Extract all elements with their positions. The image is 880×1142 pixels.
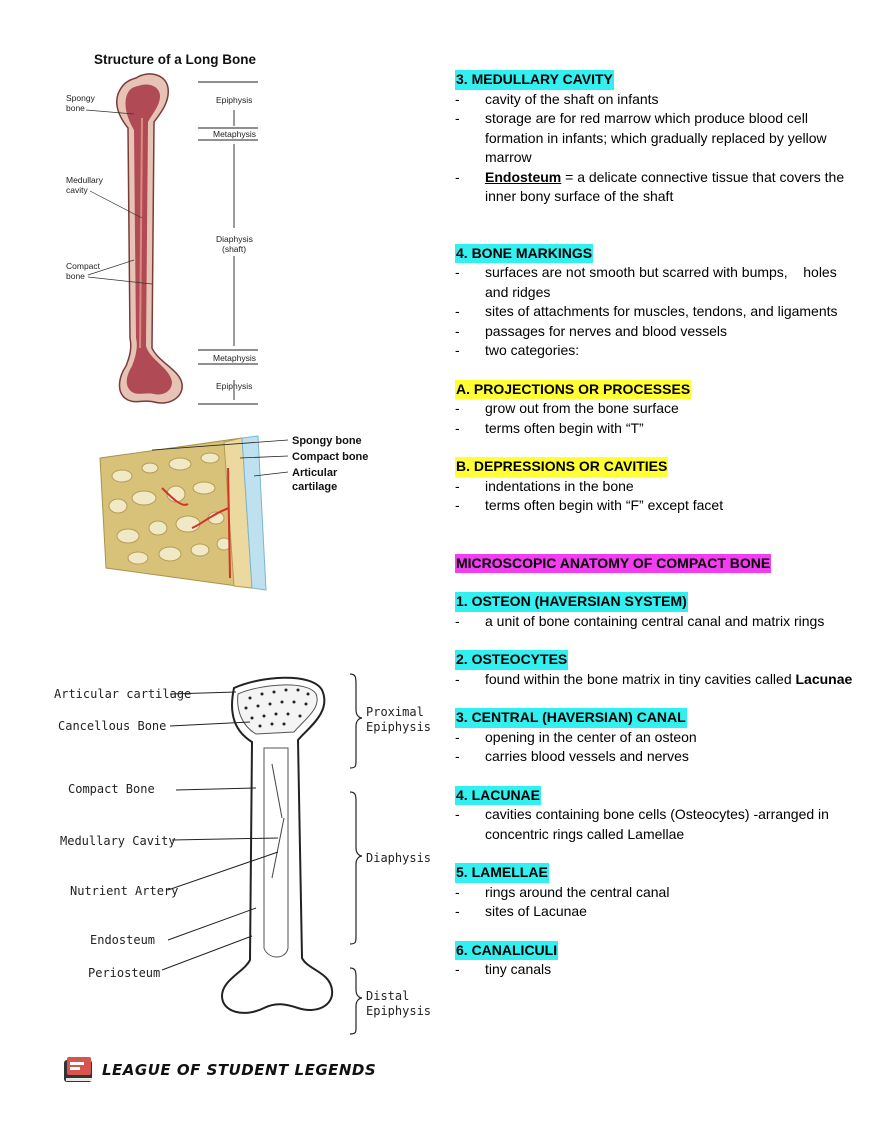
list-item: -storage are for red marrow which produc…	[455, 110, 827, 165]
heading-osteon: 1. OSTEON (HAVERSIAN SYSTEM)	[455, 592, 688, 612]
bone-marrow	[125, 84, 172, 395]
label-epiphysis-bottom: Epiphysis	[216, 381, 252, 391]
list-item: -rings around the central canal	[455, 883, 670, 900]
list-item: -Endosteum = a delicate connective tissu…	[455, 168, 845, 205]
section-medullary-cavity: 3. MEDULLARY CAVITY -cavity of the shaft…	[455, 70, 855, 207]
list-item: -sites of attachments for muscles, tendo…	[455, 303, 838, 319]
heading-microscopic-anatomy: MICROSCOPIC ANATOMY OF COMPACT BONE	[455, 553, 772, 573]
heading-central-canal: 3. CENTRAL (HAVERSIAN) CANAL	[455, 708, 687, 728]
list-item: -indentations in the bone	[455, 477, 634, 494]
label-nutrient-artery: Nutrient Artery	[70, 884, 178, 898]
list-item: -two categories:	[455, 342, 580, 358]
figure-title: Structure of a Long Bone	[94, 52, 256, 67]
section-central-canal: 3. CENTRAL (HAVERSIAN) CANAL -opening in…	[455, 708, 855, 767]
bone-section-figure: Spongy bone Compact bone Articular carti…	[92, 428, 392, 598]
label-diaphysis-line: Diaphysis	[366, 851, 431, 865]
label-compact-bone-line: Compact Bone	[68, 782, 155, 796]
long-bone-diagram: Structure of a Long Bone Spongy bone Med…	[66, 52, 258, 405]
label-metaphysis-bottom: Metaphysis	[213, 353, 256, 363]
cancellous-region	[237, 684, 318, 735]
label-articular-cartilage: Articular cartilage	[54, 687, 191, 701]
spongy-pores	[108, 452, 232, 565]
long-bone-line-diagram: Articular cartilage Cancellous Bone Comp…	[54, 673, 431, 1035]
bone-outline	[116, 73, 183, 404]
label-compact-1: Compact	[66, 261, 101, 271]
league-logo: LEAGUE OF STUDENT LEGENDS	[62, 1052, 376, 1088]
cancellous-dots	[244, 688, 310, 728]
list-item: -sites of Lacunae	[455, 903, 587, 919]
section-lacunae: 4. LACUNAE -cavities containing bone cel…	[455, 785, 855, 845]
blood-vessels	[161, 467, 231, 579]
label-diaphysis: Diaphysis	[216, 234, 253, 244]
label-compact-2: bone	[66, 271, 85, 281]
list-item: -a unit of bone containing central canal…	[455, 612, 825, 629]
heading-bone-markings: 4. BONE MARKINGS	[455, 243, 594, 263]
section-depressions: B. DEPRESSIONS OR CAVITIES -indentations…	[455, 457, 855, 516]
long-bone-line-figure: Articular cartilage Cancellous Bone Comp…	[50, 668, 440, 1038]
list-item: -cavity of the shaft on infants	[455, 90, 659, 107]
list-item: -opening in the center of an osteon	[455, 728, 697, 745]
notes-column: 3. MEDULLARY CAVITY -cavity of the shaft…	[455, 70, 855, 980]
label-epiphysis-top: Epiphysis	[216, 95, 252, 105]
label-medullary-2: cavity	[66, 185, 88, 195]
list-item: -terms often begin with “F” except facet	[455, 497, 724, 513]
label-spongy-bone: Spongy bone	[292, 435, 362, 447]
endosteum-term: Endosteum	[485, 168, 562, 185]
label-cancellous-bone: Cancellous Bone	[58, 719, 166, 733]
label-compact-bone: Compact bone	[292, 451, 368, 463]
section-osteocytes: 2. OSTEOCYTES -found within the bone mat…	[455, 650, 855, 689]
shaft-highlight	[139, 117, 143, 349]
label-distal-epiphysis: Epiphysis	[366, 1004, 431, 1018]
heading-projections: A. PROJECTIONS OR PROCESSES	[455, 379, 692, 399]
list-item: -terms often begin with “T”	[455, 419, 644, 436]
section-projections: A. PROJECTIONS OR PROCESSES -grow out fr…	[455, 379, 855, 439]
section-lamellae: 5. LAMELLAE -rings around the central ca…	[455, 863, 855, 922]
left-leaders	[161, 691, 279, 971]
label-proximal-epiphysis: Epiphysis	[366, 720, 431, 734]
label-endosteum: Endosteum	[90, 933, 155, 947]
heading-lamellae: 5. LAMELLAE	[455, 863, 549, 883]
label-cartilage: cartilage	[292, 481, 337, 493]
label-medullary-cavity: Medullary Cavity	[60, 834, 176, 848]
heading-canaliculi: 6. CANALICULI	[455, 940, 559, 960]
label-articular: Articular	[292, 467, 338, 479]
label-metaphysis-top: Metaphysis	[213, 129, 256, 139]
label-proximal: Proximal	[366, 705, 424, 719]
list-item: -cavities containing bone cells (Osteocy…	[455, 806, 829, 842]
label-spongy-1: Spongy	[66, 93, 96, 103]
logo-text: LEAGUE OF STUDENT LEGENDS	[102, 1061, 377, 1079]
heading-osteocytes: 2. OSTEOCYTES	[455, 650, 569, 670]
cartilage-layer	[241, 435, 267, 591]
region-braces	[349, 673, 363, 1035]
label-medullary-1: Medullary	[66, 175, 104, 185]
section-osteon: 1. OSTEON (HAVERSIAN SYSTEM) -a unit of …	[455, 592, 855, 631]
medullary-canal	[263, 747, 289, 958]
list-item: -grow out from the bone surface	[455, 400, 679, 416]
list-item: -carries blood vessels and nerves	[455, 748, 689, 764]
section-microscopic-anatomy: MICROSCOPIC ANATOMY OF COMPACT BONE	[455, 553, 855, 573]
bone-section-diagram: Spongy bone Compact bone Articular carti…	[99, 435, 368, 591]
list-item: -passages for nerves and blood vessels	[455, 322, 728, 339]
book-logo-icon	[64, 1057, 92, 1082]
label-shaft: (shaft)	[222, 244, 246, 254]
heading-depressions: B. DEPRESSIONS OR CAVITIES	[455, 457, 669, 477]
list-item: -surfaces are not smooth but scarred wit…	[455, 264, 841, 300]
label-spongy-2: bone	[66, 103, 85, 113]
list-item: -tiny canals	[455, 961, 552, 977]
heading-lacunae: 4. LACUNAE	[455, 785, 542, 805]
lacunae-term: Lacunae	[795, 670, 853, 687]
label-periosteum: Periosteum	[88, 966, 160, 980]
section-bone-markings: 4. BONE MARKINGS -surfaces are not smoot…	[455, 243, 855, 361]
label-distal: Distal	[366, 989, 409, 1003]
list-item: -found within the bone matrix in tiny ca…	[455, 670, 853, 687]
region-scale	[198, 81, 258, 405]
long-bone-structure-figure: Structure of a Long Bone Spongy bone Med…	[58, 48, 288, 418]
section-canaliculi: 6. CANALICULI -tiny canals	[455, 940, 855, 980]
bone-line-outline	[220, 676, 334, 1014]
heading-medullary-cavity: 3. MEDULLARY CAVITY	[455, 70, 614, 90]
